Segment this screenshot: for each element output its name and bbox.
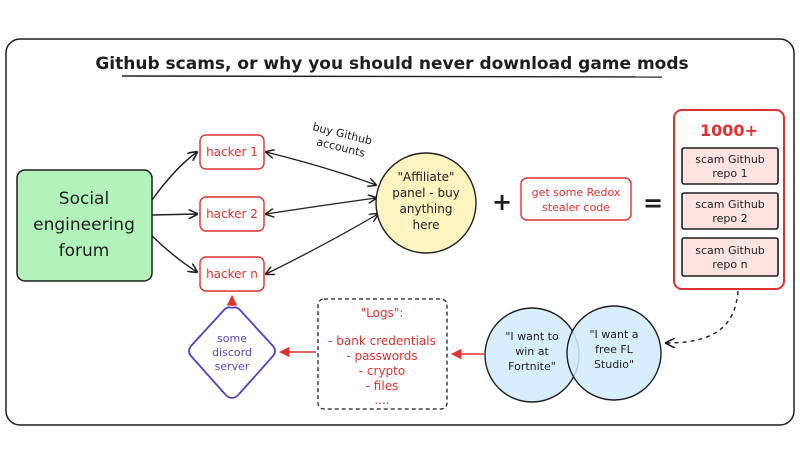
scam-repo-n <box>681 237 779 277</box>
scam-repos-container: 1000+ scam Github repo 1 scam Github rep… <box>673 109 785 290</box>
equals-sign: = <box>643 189 663 217</box>
scam-repo-n-line-1: scam Github <box>695 244 765 257</box>
forum-line-2: engineering <box>33 215 135 235</box>
affiliate-panel-circle: "Affiliate" panel - buy anything here <box>375 152 477 254</box>
logs-item-passwords: - passwords <box>346 349 417 363</box>
scam-repo-2-line-1: scam Github <box>695 198 765 211</box>
forum-line-1: Social <box>59 189 109 209</box>
logs-item-files: - files <box>366 379 399 393</box>
redox-stealer-box: get some Redox stealer code <box>520 177 632 221</box>
logs-title: "Logs": <box>361 306 404 320</box>
victims-venn: "I want to win at Fortnite" "I want a fr… <box>484 305 662 403</box>
redox-line-2: stealer code <box>542 201 610 214</box>
discord-server-diamond: some discord server <box>188 306 276 399</box>
scam-repo-1 <box>681 147 779 185</box>
affiliate-line-1: "Affiliate" <box>398 170 455 184</box>
discord-line-2: discord <box>212 346 252 359</box>
victim-2-line-3: Studio" <box>594 358 634 371</box>
victim-1-line-2: win at <box>515 345 549 358</box>
hacker-n-box: hacker n <box>199 256 265 292</box>
discord-line-3: server <box>215 360 250 373</box>
arrow-hacker-1-affiliate <box>266 152 376 185</box>
arrow-forum-hacker-2 <box>151 214 197 215</box>
plus-sign: + <box>492 188 512 216</box>
victim-2-line-2: free FL <box>595 343 634 356</box>
title-underline <box>121 75 663 78</box>
victim-circle-fl-studio <box>566 305 662 401</box>
hacker-1-box: hacker 1 <box>199 134 265 170</box>
arrow-forum-hacker-1 <box>151 152 197 201</box>
diagram-title: Github scams, or why you should never do… <box>95 54 688 74</box>
scam-repo-1-line-2: repo 1 <box>712 167 747 180</box>
hacker-2-box: hacker 2 <box>199 196 265 232</box>
logs-item-more: .... <box>374 393 389 407</box>
arrow-forum-hacker-n <box>151 235 197 272</box>
arrow-hacker-n-affiliate <box>266 214 378 274</box>
scam-repo-n-line-2: repo n <box>712 258 747 271</box>
forum-line-3: forum <box>59 241 110 261</box>
affiliate-line-2: panel - buy <box>392 186 460 200</box>
social-engineering-forum: Social engineering forum <box>16 169 153 282</box>
discord-line-1: some <box>217 332 247 345</box>
hacker-n-label: hacker n <box>206 267 258 281</box>
scam-repo-2 <box>681 192 779 230</box>
redox-line-1: get some Redox <box>532 186 621 199</box>
hacker-2-label: hacker 2 <box>206 207 258 221</box>
logs-item-bank-credentials: - bank credentials <box>328 334 436 348</box>
arrow-hacker-2-affiliate <box>266 198 376 214</box>
logs-item-crypto: - crypto <box>359 364 405 378</box>
logs-box: "Logs": - bank credentials - passwords -… <box>317 298 448 410</box>
arrow-repos-to-victims <box>666 290 739 343</box>
affiliate-line-4: here <box>412 218 439 232</box>
repos-count-header: 1000+ <box>700 121 758 140</box>
hacker-1-label: hacker 1 <box>206 145 258 159</box>
victim-1-line-3: Fortnite" <box>508 360 556 373</box>
scam-repo-2-line-2: repo 2 <box>712 212 747 225</box>
victim-1-line-1: "I want to <box>505 330 559 343</box>
scam-repo-1-line-1: scam Github <box>695 153 765 166</box>
affiliate-line-3: anything <box>400 202 453 216</box>
victim-2-line-1: "I want a <box>589 328 638 341</box>
